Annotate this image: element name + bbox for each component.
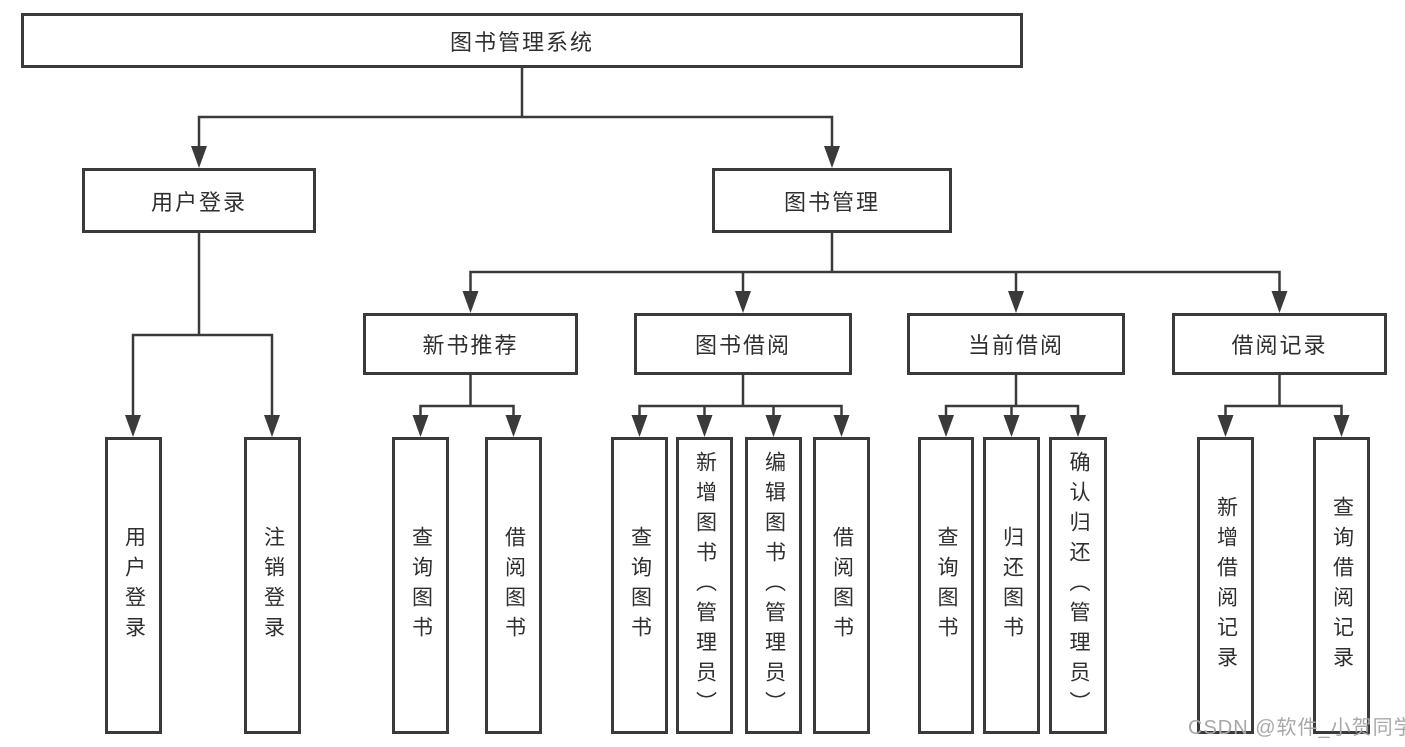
edges-book-borrow [631, 373, 850, 437]
leaf-add-book-admin: 新增图书（管理员） [676, 437, 733, 734]
edge-book-borrow-lines [638, 373, 843, 419]
edge-new-book-recommend-lines [419, 373, 515, 419]
node-library-management-system: 图书管理系统 [21, 13, 1023, 68]
node-new-book-recommend: 新书推荐 [363, 313, 578, 375]
leaf-user-login: 用户登录 [105, 437, 162, 734]
leaf-borrow-books-recommend: 借阅图书 [485, 437, 542, 734]
edges-new-book-recommend [412, 373, 522, 437]
edge-borrow-records-arrowheads [1217, 415, 1350, 437]
leaf-confirm-return-admin: 确认归还（管理员） [1049, 437, 1107, 734]
csdn-watermark: CSDN @软件_小贺同学 [1188, 717, 1405, 739]
leaf-borrow-books: 借阅图书 [813, 437, 870, 734]
edge-current-borrow-lines [944, 373, 1080, 419]
edge-current-borrow-arrowheads [938, 415, 1086, 437]
node-borrow-records: 借阅记录 [1172, 313, 1387, 375]
leaf-add-borrow-record: 新增借阅记录 [1197, 437, 1254, 734]
edges-borrow-records [1217, 373, 1350, 437]
leaf-query-books-borrow: 查询图书 [611, 437, 668, 734]
edges-user-login [125, 231, 280, 437]
edge-book-management-arrowheads [462, 291, 1288, 313]
node-user-login: 用户登录 [82, 168, 316, 233]
leaf-query-borrow-record: 查询借阅记录 [1313, 437, 1370, 734]
leaf-logout: 注销登录 [244, 437, 301, 734]
leaf-query-books-current: 查询图书 [918, 437, 974, 734]
edge-user-login-lines [131, 231, 274, 419]
edge-book-borrow-arrowheads [631, 415, 850, 437]
edge-new-book-recommend-arrowheads [412, 415, 522, 437]
edge-root-arrowheads [191, 146, 840, 168]
leaf-return-book: 归还图书 [983, 437, 1040, 734]
edge-borrow-records-lines [1224, 373, 1343, 419]
node-book-borrow: 图书借阅 [634, 313, 852, 375]
node-book-management: 图书管理 [712, 168, 952, 233]
edges-root [191, 66, 840, 168]
leaf-query-books-recommend: 查询图书 [392, 437, 449, 734]
leaf-edit-book-admin: 编辑图书（管理员） [745, 437, 802, 734]
node-current-borrow: 当前借阅 [907, 313, 1125, 375]
edge-book-management-lines [469, 231, 1281, 295]
edge-root-lines [197, 66, 834, 150]
edges-current-borrow [938, 373, 1086, 437]
edges-book-management [462, 231, 1288, 313]
edge-user-login-arrowheads [125, 415, 280, 437]
